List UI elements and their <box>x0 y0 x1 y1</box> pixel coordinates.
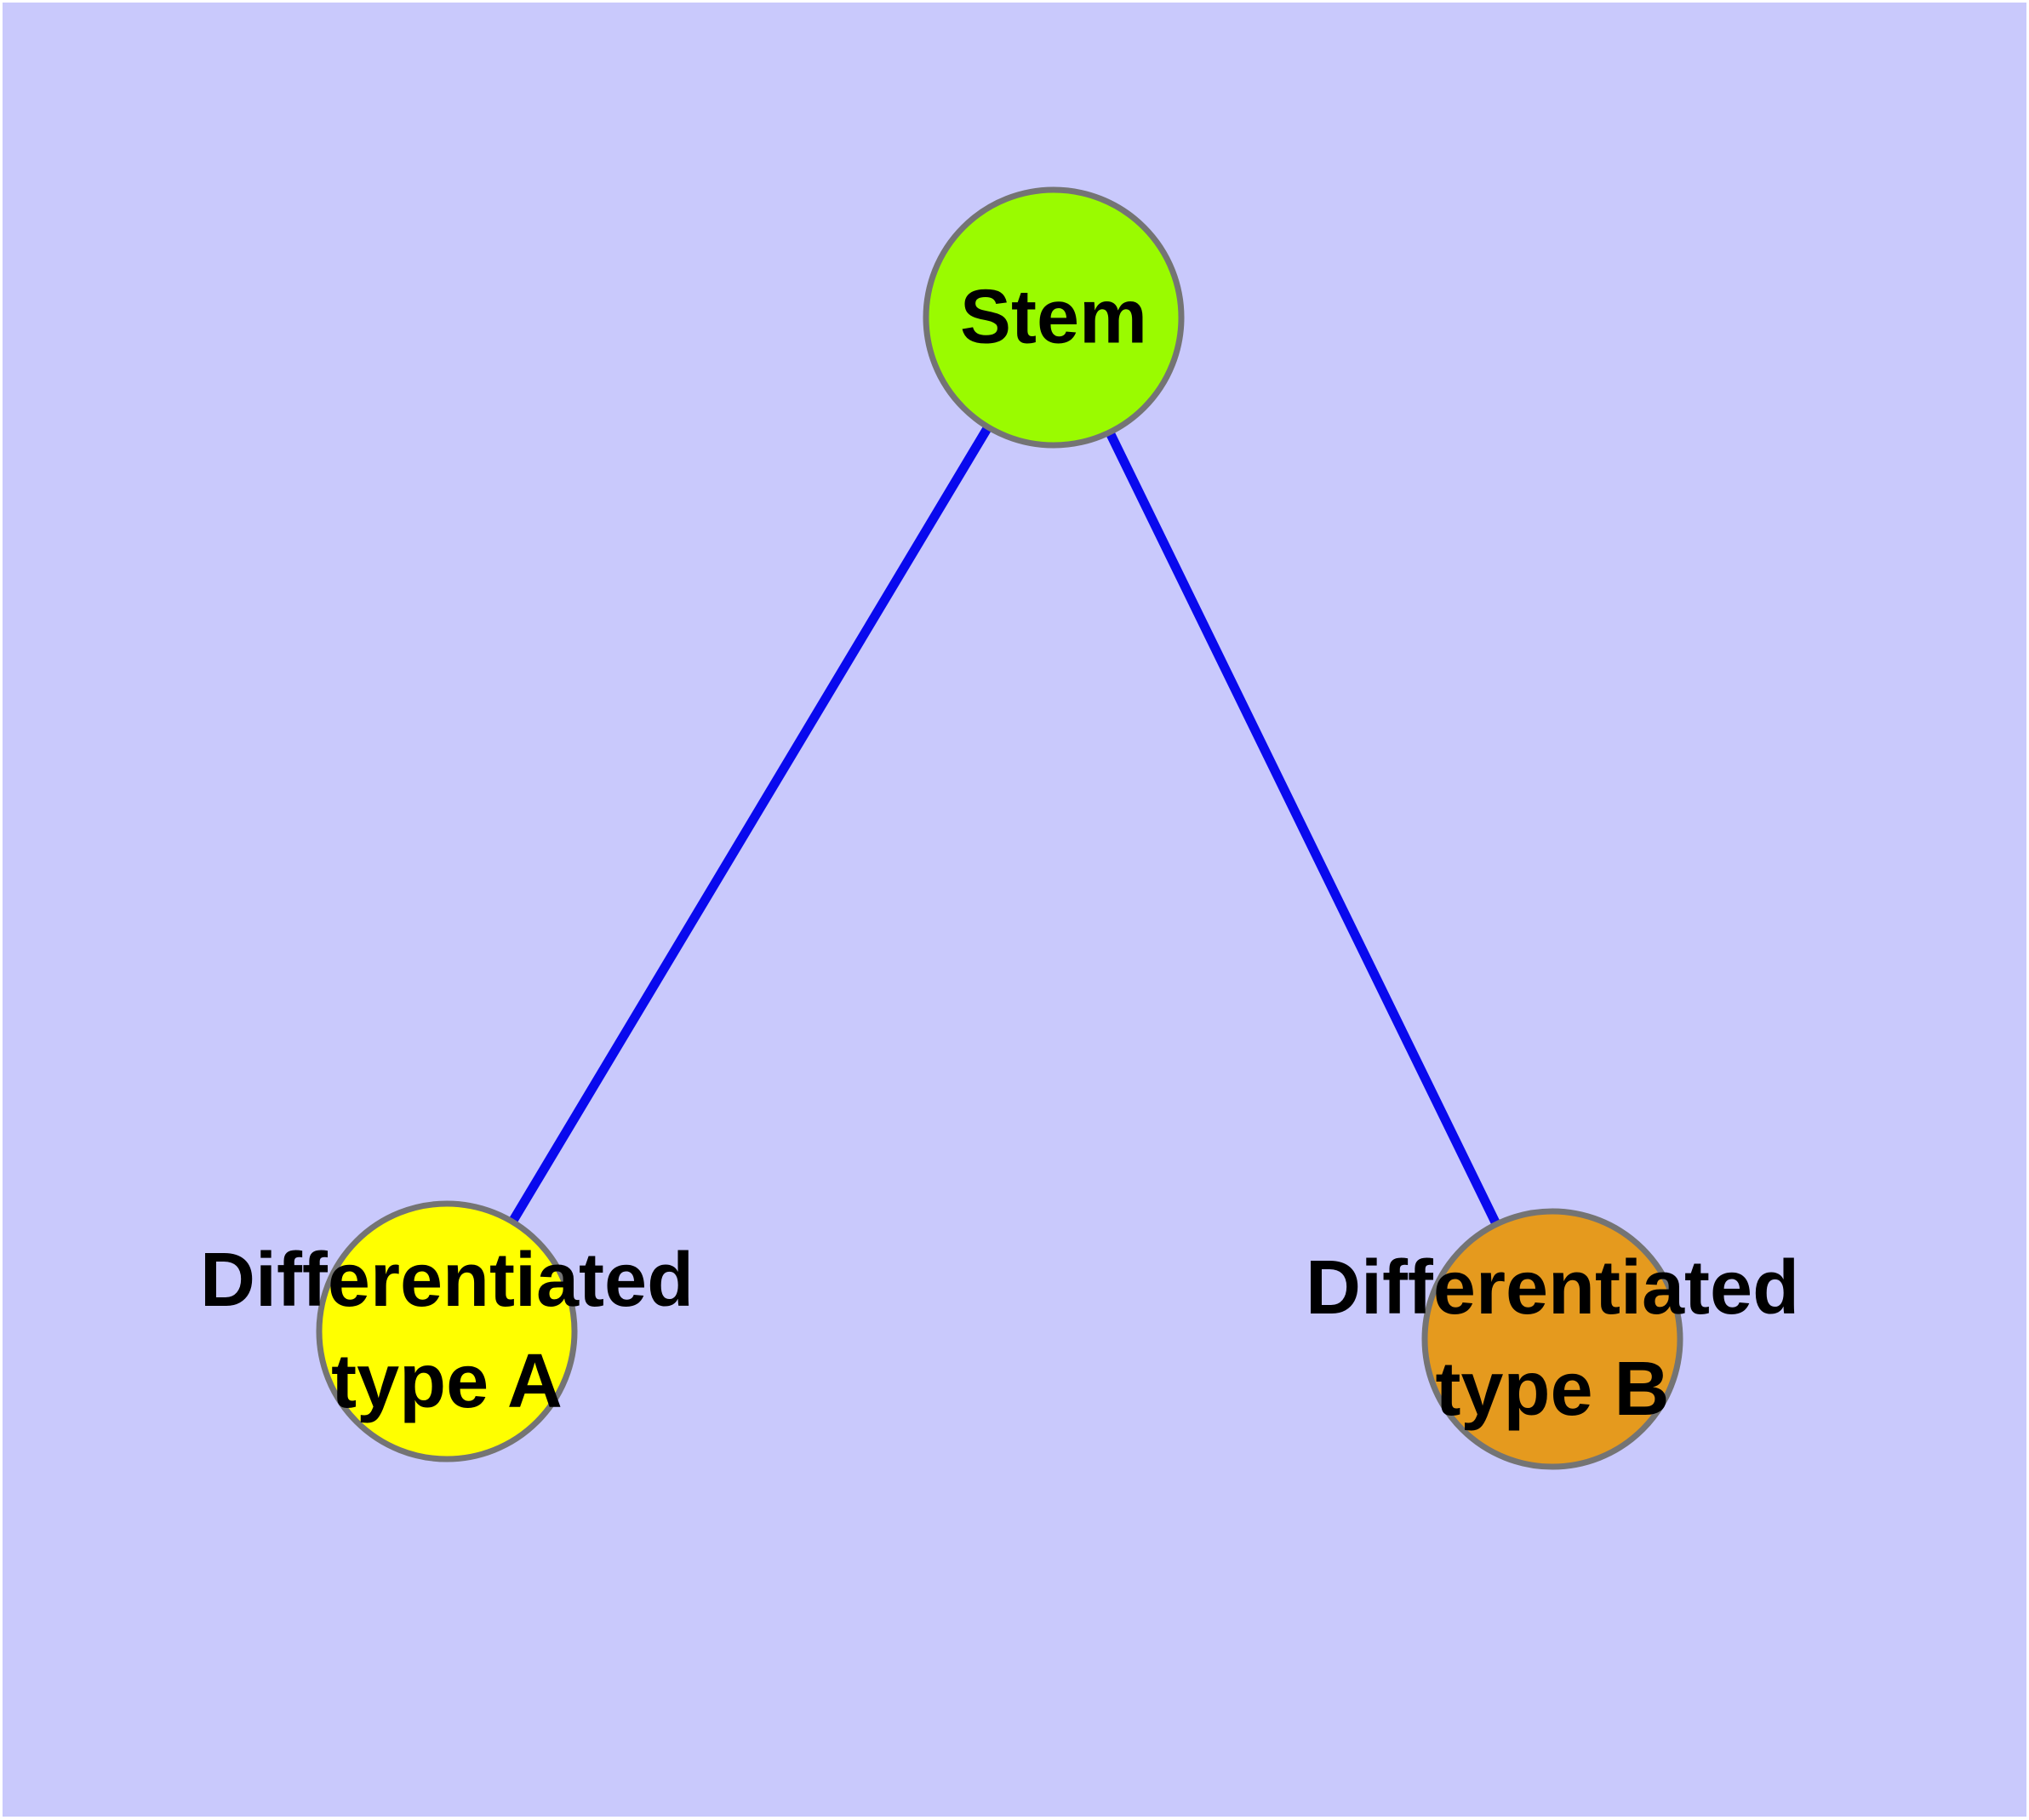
graph-layer <box>316 186 1683 1470</box>
node-stem-label-line: Stem <box>959 274 1148 360</box>
edge-stem-to-type-b <box>1049 315 1557 1342</box>
node-differentiated-type-b-circle <box>1421 1208 1683 1470</box>
node-differentiated-type-a-label-line-1: Differentiated <box>199 1238 694 1324</box>
node-differentiated-type-b-label: Differentiated type B <box>1306 1238 1799 1440</box>
node-differentiated-type-a-label-line-2: type A <box>331 1339 563 1424</box>
node-differentiated-type-b-label-line-1: Differentiated <box>1305 1245 1800 1331</box>
edge-stem-to-type-a <box>443 315 1058 1334</box>
node-differentiated-type-a-circle <box>316 1200 578 1462</box>
node-stem-label: Stem <box>960 267 1147 369</box>
node-differentiated-type-a-label: Differentiated type A <box>200 1230 694 1433</box>
node-differentiated-type-b-label-line-2: type B <box>1435 1347 1670 1432</box>
node-stem-circle <box>923 186 1185 449</box>
diagram-canvas: Stem Differentiated type A Differentiate… <box>3 3 2026 1817</box>
